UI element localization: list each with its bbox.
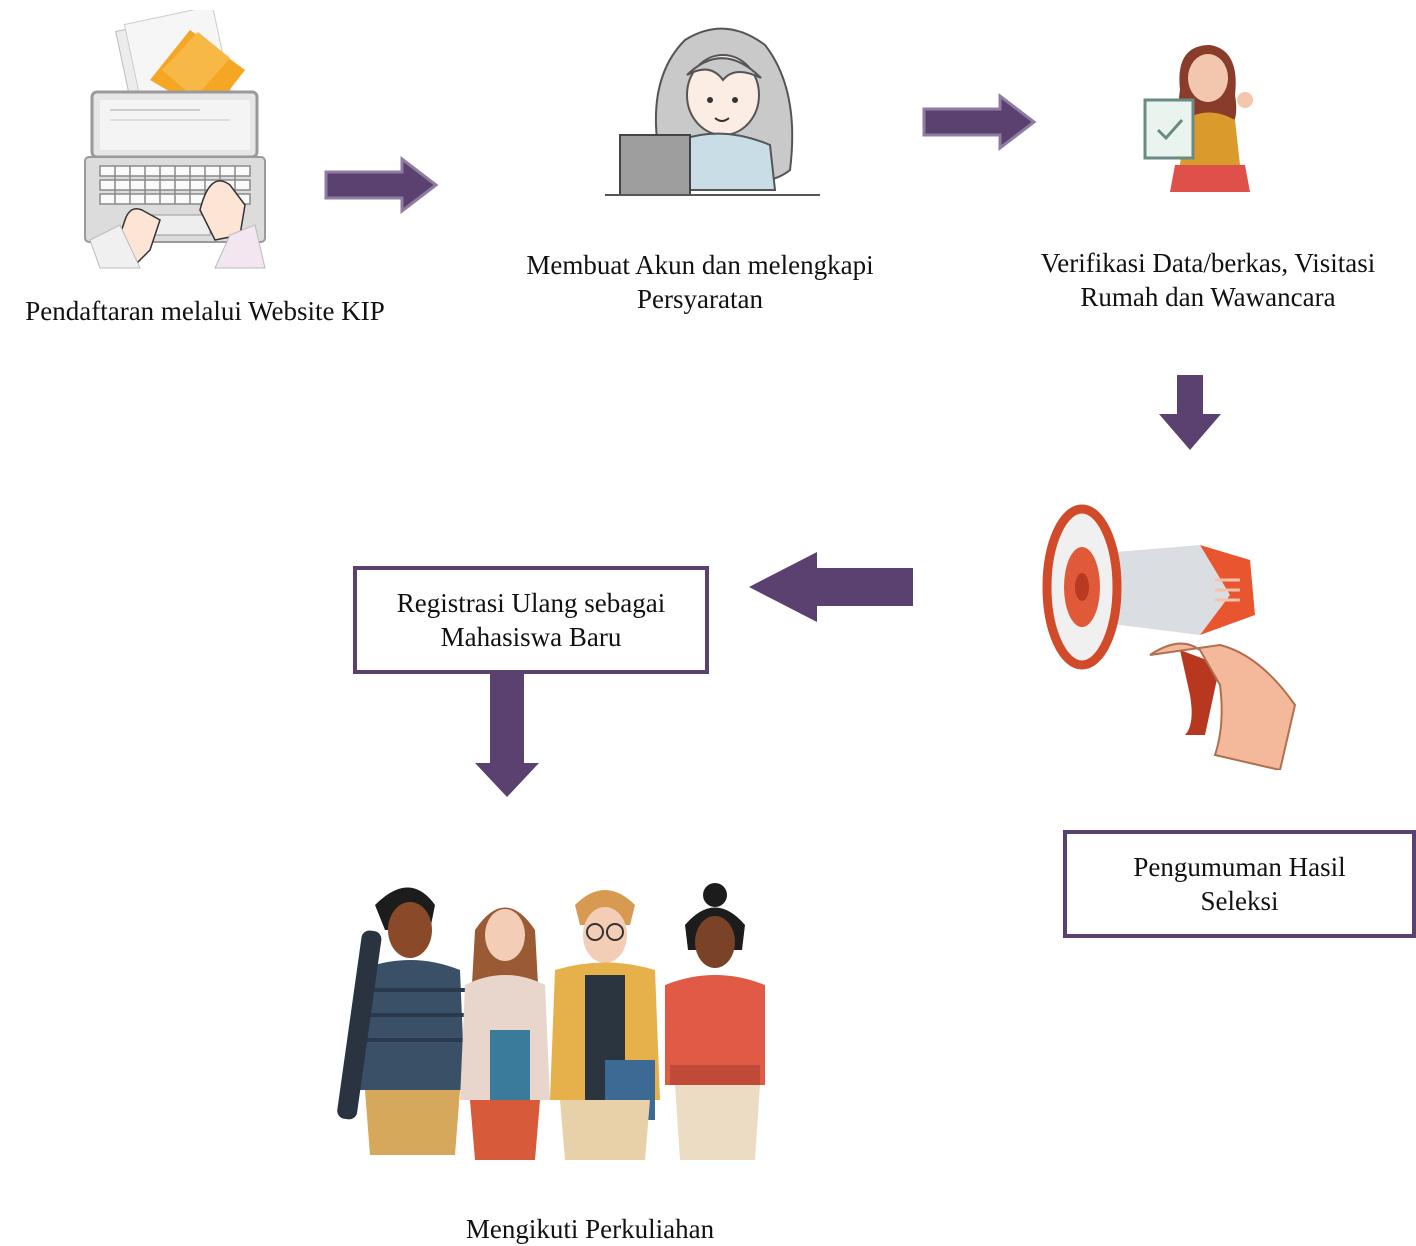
arrow-right-1 xyxy=(322,155,442,215)
step2-text-line2: Persyaratan xyxy=(637,284,763,314)
step4-text-line2: Seleksi xyxy=(1200,886,1279,916)
megaphone-illustration xyxy=(1020,485,1305,770)
arrow-left-1 xyxy=(745,552,917,622)
step1-label: Pendaftaran melalui Website KIP xyxy=(0,294,410,328)
step2-text-line1: Membuat Akun dan melengkapi xyxy=(526,250,874,280)
step6-text: Mengikuti Perkuliahan xyxy=(465,1214,715,1244)
step5-box: Registrasi Ulang sebagai Mahasiswa Baru xyxy=(353,566,709,674)
step3-text-line1: Verifikasi Data/berkas, Visitasi xyxy=(1040,248,1376,278)
arrow-down-1 xyxy=(1155,372,1225,454)
girl-laptop-illustration xyxy=(605,20,825,210)
students-illustration xyxy=(330,870,770,1170)
step4-text-line1: Pengumuman Hasil xyxy=(1133,852,1346,882)
step6-label: Mengikuti Perkuliahan xyxy=(380,1212,800,1246)
step5-text-line2: Mahasiswa Baru xyxy=(440,622,622,652)
step1-text: Pendaftaran melalui Website KIP xyxy=(25,296,385,326)
woman-checklist-illustration xyxy=(1140,40,1265,195)
arrow-down-2 xyxy=(472,673,542,801)
step5-text-line1: Registrasi Ulang sebagai xyxy=(396,588,666,618)
step2-label: Membuat Akun dan melengkapi Persyaratan xyxy=(490,248,910,316)
step4-box: Pengumuman Hasil Seleksi xyxy=(1063,830,1416,938)
arrow-right-2 xyxy=(920,92,1040,152)
laptop-illustration xyxy=(80,10,270,270)
step3-text-line2: Rumah dan Wawancara xyxy=(1080,282,1336,312)
step3-label: Verifikasi Data/berkas, Visitasi Rumah d… xyxy=(1000,246,1416,314)
